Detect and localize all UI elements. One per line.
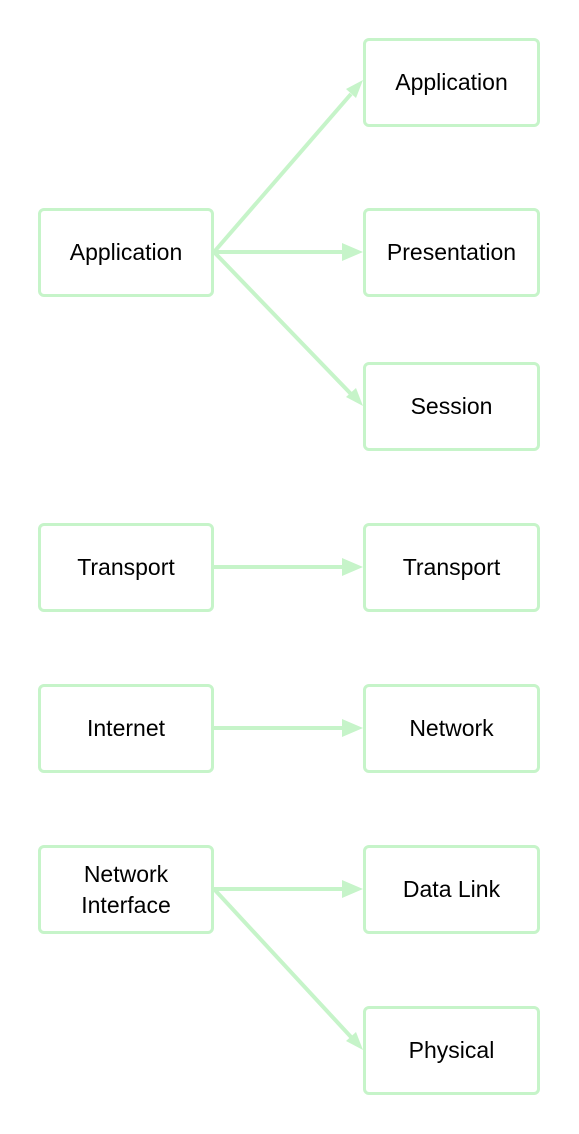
arrowhead-osi-transport bbox=[342, 558, 363, 576]
osi-presentation-label: Presentation bbox=[386, 239, 517, 265]
osi-transport-node: Transport bbox=[363, 523, 540, 612]
arrowhead-osi-application bbox=[346, 80, 363, 98]
osi-data-link-node: Data Link bbox=[363, 845, 540, 934]
edge-application-to-session bbox=[212, 250, 353, 396]
tcp-internet-label: Internet bbox=[87, 715, 165, 741]
tcp-application-node: Application bbox=[38, 208, 214, 297]
arrowhead-network bbox=[342, 719, 363, 737]
osi-presentation-node: Presentation bbox=[363, 208, 540, 297]
tcp-internet-node: Internet bbox=[38, 684, 214, 773]
osi-network-label: Network bbox=[409, 715, 494, 741]
osi-transport-label: Transport bbox=[402, 554, 501, 580]
osi-application-label: Application bbox=[395, 69, 508, 95]
osi-physical-label: Physical bbox=[408, 1037, 495, 1063]
arrowhead-data-link bbox=[342, 880, 363, 898]
osi-network-node: Network bbox=[363, 684, 540, 773]
osi-data-link-label: Data Link bbox=[402, 876, 501, 902]
arrowhead-presentation bbox=[342, 243, 363, 261]
tcp-transport-node: Transport bbox=[38, 523, 214, 612]
tcp-application-label: Application bbox=[69, 239, 183, 265]
tcp-transport-label: Transport bbox=[77, 554, 175, 580]
osi-application-node: Application bbox=[363, 38, 540, 127]
tcp-network-interface-node: Network Interface bbox=[38, 845, 214, 934]
tcp-network-interface-label: Network Interface bbox=[81, 860, 171, 918]
osi-session-label: Session bbox=[410, 393, 493, 419]
osi-physical-node: Physical bbox=[363, 1006, 540, 1095]
arrowhead-physical bbox=[346, 1032, 363, 1050]
arrowhead-session bbox=[346, 388, 363, 406]
edge-network-interface-to-physical bbox=[212, 887, 353, 1039]
edge-application-to-osi-application bbox=[212, 92, 353, 254]
osi-session-node: Session bbox=[363, 362, 540, 451]
